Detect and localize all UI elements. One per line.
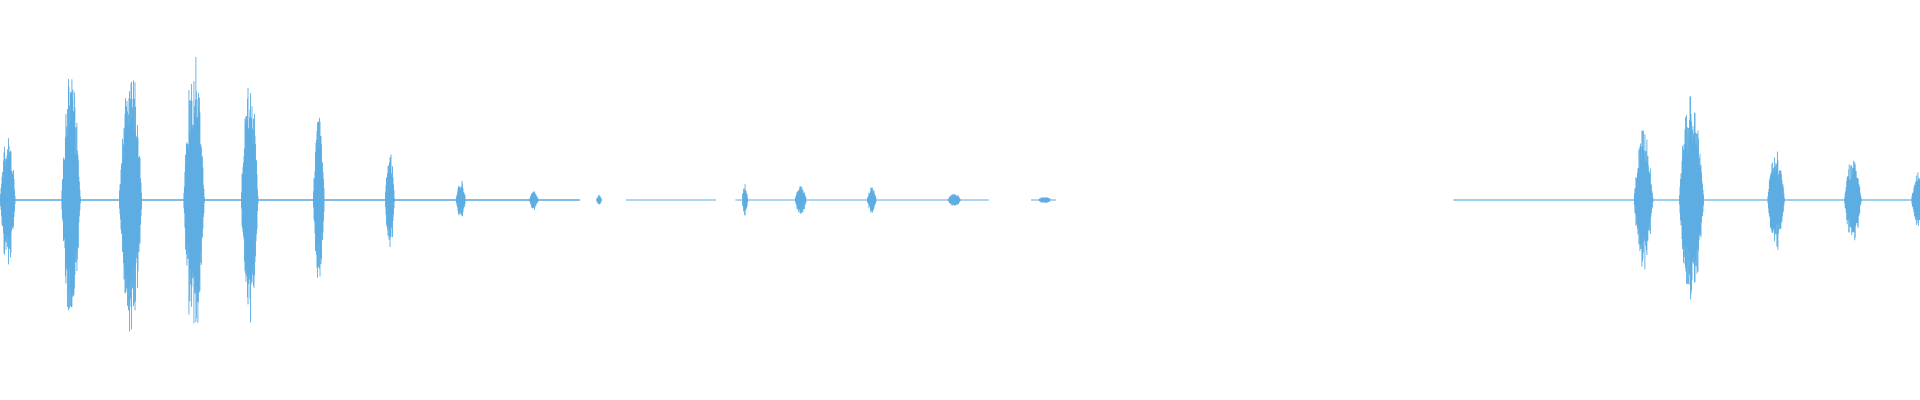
waveform-burst — [866, 187, 877, 213]
waveform-burst — [183, 56, 205, 324]
waveform-burst — [119, 80, 143, 332]
waveform-burst — [1767, 151, 1785, 250]
waveform-burst — [313, 117, 325, 278]
waveform-burst — [742, 184, 749, 216]
waveform-burst — [596, 194, 603, 205]
waveform-burst — [529, 191, 539, 210]
waveform-burst — [794, 186, 807, 214]
waveform-burst — [61, 78, 81, 311]
waveform-burst — [456, 180, 466, 217]
waveform-burst — [241, 87, 259, 323]
waveform-baseline-segment — [0, 199, 580, 201]
waveform-burst — [1633, 130, 1654, 270]
waveform-burst — [385, 154, 395, 247]
waveform-burst — [1911, 172, 1920, 226]
waveform-burst — [947, 193, 961, 206]
waveform-burst — [1038, 197, 1051, 204]
waveform-burst — [0, 138, 16, 265]
waveform-burst — [1679, 96, 1704, 300]
waveform-baseline-segment — [625, 199, 717, 201]
waveform-burst — [1844, 160, 1862, 241]
waveform-baseline-segment — [735, 199, 989, 201]
